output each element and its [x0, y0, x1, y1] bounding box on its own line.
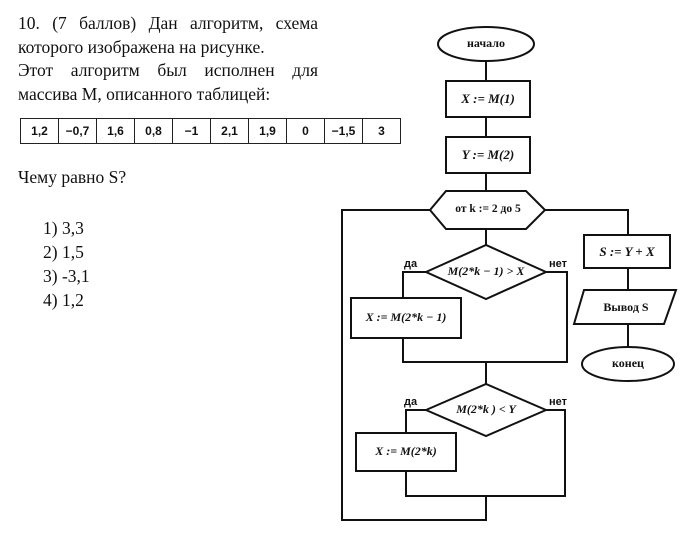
assign-y-label: Y := M(2): [461, 147, 515, 162]
array-cell: 1,2: [20, 118, 59, 144]
answer-option: 3) -3,1: [43, 266, 90, 286]
condition-2-yes-label: да: [404, 396, 418, 408]
condition-1-no-label: нет: [549, 258, 568, 270]
action-2-label: X := M(2*k): [375, 444, 437, 458]
end-label: конец: [612, 356, 644, 370]
condition-2-label: M(2*k ) < Y: [456, 402, 516, 416]
array-cell: 0,8: [134, 118, 173, 144]
answer-options: 1) 3,3 2) 1,5 3) -3,1 4) 1,2: [43, 216, 90, 312]
loop-label: от k := 2 до 5: [455, 203, 521, 215]
condition-1-block: [423, 243, 549, 301]
answer-option: 4) 1,2: [43, 290, 84, 310]
condition-1-yes-label: да: [404, 258, 418, 270]
assign-s-label: S := Y + X: [599, 244, 655, 259]
array-cell: 3: [362, 118, 401, 144]
array-cell: 0: [286, 118, 325, 144]
array-cell: −0,7: [58, 118, 97, 144]
end-terminal: [581, 346, 675, 382]
condition-2-block: [423, 382, 549, 438]
question-line: которого изображена на рисунке.: [18, 36, 265, 57]
array-row: 1,2 −0,7 1,6 0,8 −1 2,1 1,9 0 −1,5 3: [20, 118, 401, 144]
array-cell: 1,9: [248, 118, 287, 144]
question-text: 10. (7 баллов) Дан алгоритм, схема котор…: [18, 12, 318, 106]
question-line: 10. (7 баллов) Дан алгоритм, схема: [18, 13, 318, 33]
start-terminal: [437, 26, 535, 62]
flow-connectors: [341, 61, 629, 521]
loop-block: [428, 190, 547, 230]
action-1-label: X := M(2*k − 1): [365, 310, 447, 324]
action-1-block: [350, 297, 462, 339]
answer-option: 1) 3,3: [43, 218, 84, 238]
array-cell: 2,1: [210, 118, 249, 144]
start-label: начало: [466, 36, 506, 50]
output-block: [572, 289, 678, 325]
question-line: массива M, описанного таблицей:: [18, 83, 271, 104]
answer-option: 2) 1,5: [43, 242, 84, 262]
question-line: Этот алгоритм был исполнен для: [18, 60, 318, 80]
action-2-block: [355, 432, 457, 472]
assign-x-label: X := M(1): [461, 91, 515, 106]
array-cell: −1: [172, 118, 211, 144]
output-label: Вывод S: [603, 300, 649, 314]
assign-y-block: [445, 136, 531, 174]
question-prompt: Чему равно S?: [18, 167, 127, 187]
condition-1-label: M(2*k − 1) > X: [447, 264, 525, 278]
array-cell: 1,6: [96, 118, 135, 144]
array-cell: −1,5: [324, 118, 363, 144]
array-table: 1,2 −0,7 1,6 0,8 −1 2,1 1,9 0 −1,5 3: [20, 118, 401, 144]
condition-2-no-label: нет: [549, 396, 568, 408]
assign-s-block: [583, 234, 671, 269]
assign-x-block: [445, 80, 531, 118]
